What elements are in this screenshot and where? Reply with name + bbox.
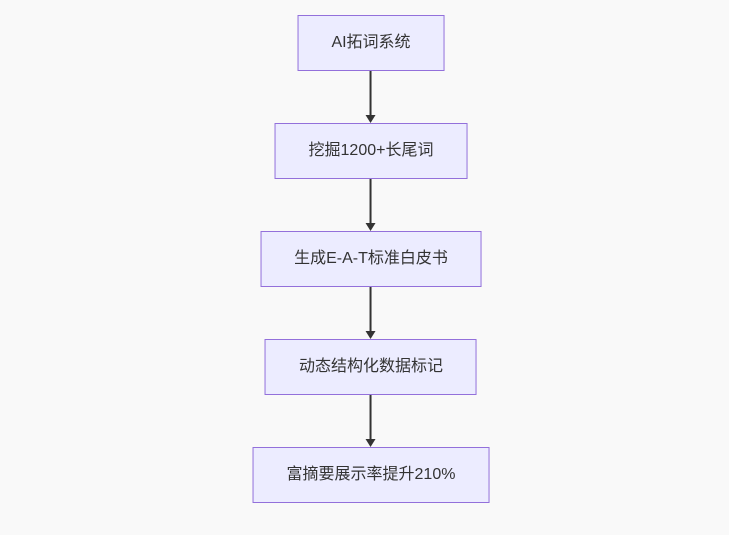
node-label: 动态结构化数据标记 bbox=[298, 358, 443, 375]
node-label: 富摘要展示率提升210% bbox=[286, 466, 456, 483]
node-ai-word-expansion-system: AI拓词系统 bbox=[297, 15, 445, 71]
node-rich-snippet-rate-result: 富摘要展示率提升210% bbox=[252, 447, 490, 503]
edge-arrow-3 bbox=[366, 287, 376, 339]
node-label: AI拓词系统 bbox=[331, 34, 411, 51]
arrow-down-icon bbox=[366, 331, 376, 339]
edge-arrow-4 bbox=[366, 395, 376, 447]
arrow-down-icon bbox=[366, 439, 376, 447]
node-label: 生成E-A-T标准白皮书 bbox=[294, 250, 448, 267]
node-label: 挖掘1200+长尾词 bbox=[308, 142, 434, 159]
edge-arrow-1 bbox=[366, 71, 376, 123]
node-dynamic-structured-data-markup: 动态结构化数据标记 bbox=[264, 339, 477, 395]
flowchart: AI拓词系统 挖掘1200+长尾词 生成E-A-T标准白皮书 动态结构化数据标记 bbox=[252, 15, 490, 503]
arrow-line bbox=[370, 71, 372, 115]
node-longtail-keyword-mining: 挖掘1200+长尾词 bbox=[274, 123, 468, 179]
arrow-line bbox=[370, 395, 372, 439]
arrow-down-icon bbox=[366, 115, 376, 123]
arrow-down-icon bbox=[366, 223, 376, 231]
arrow-line bbox=[370, 179, 372, 223]
arrow-line bbox=[370, 287, 372, 331]
node-eat-whitepaper-generation: 生成E-A-T标准白皮书 bbox=[260, 231, 482, 287]
edge-arrow-2 bbox=[366, 179, 376, 231]
